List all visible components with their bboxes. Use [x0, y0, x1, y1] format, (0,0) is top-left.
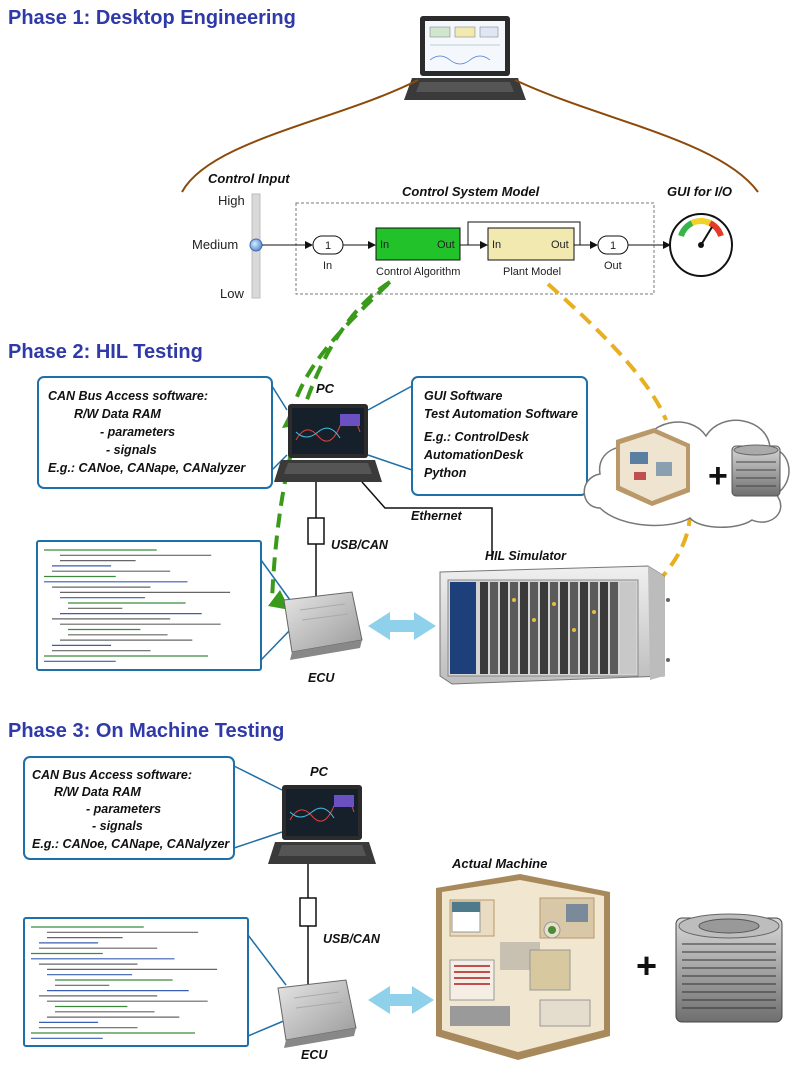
can-box-line: R/W Data RAM — [54, 785, 141, 799]
callout-pointer — [260, 629, 291, 661]
usb-can-label: USB/CAN — [331, 538, 389, 552]
air-conditioner-icon — [731, 444, 781, 497]
control-input-label: Control Input — [208, 171, 290, 186]
model-box — [295, 202, 655, 295]
gui-box-line: AutomationDesk — [423, 448, 524, 462]
input-level-medium: Medium — [192, 237, 238, 252]
phase1-title: Phase 1: Desktop Engineering — [8, 7, 296, 29]
can-callout-box — [37, 376, 273, 489]
usb-can-adapter — [299, 897, 317, 927]
can-box-title: CAN Bus Access software: — [48, 389, 208, 403]
can-box-title: CAN Bus Access software: — [32, 768, 192, 782]
in-port-label: In — [323, 260, 332, 272]
house-floorplan-icon — [616, 428, 690, 506]
laptop-icon — [274, 404, 382, 482]
plant-block-label: Plant Model — [503, 266, 561, 278]
gui-box-line: E.g.: ControlDesk — [424, 430, 530, 444]
can-box-line: E.g.: CANoe, CANape, CANalyzer — [48, 461, 246, 475]
can-box-line: R/W Data RAM — [74, 407, 161, 421]
ecu-icon — [283, 591, 363, 660]
control-block-label: Control Algorithm — [376, 266, 460, 278]
callout-pointer — [367, 385, 413, 411]
usb-can-label: USB/CAN — [323, 932, 381, 946]
can-box-line: - parameters — [100, 425, 175, 439]
usb-can-adapter — [307, 517, 325, 545]
air-conditioner-icon — [675, 913, 783, 1023]
input-level-low: Low — [220, 286, 244, 301]
input-slider-knob[interactable] — [249, 238, 263, 252]
ecu-label: ECU — [301, 1048, 328, 1062]
callout-pointer — [367, 454, 413, 471]
plus-sign: + — [636, 945, 657, 986]
callout-pointer — [271, 385, 288, 411]
pc-label: PC — [316, 381, 335, 396]
house-floorplan-icon — [436, 874, 610, 1060]
plant-block-in: In — [492, 239, 501, 251]
ecu-label: ECU — [308, 671, 335, 685]
hil-label: HIL Simulator — [485, 549, 567, 563]
callout-pointer — [233, 765, 283, 791]
model-title: Control System Model — [402, 184, 540, 199]
can-box-line: - parameters — [86, 802, 161, 816]
callout-pointer — [247, 1019, 287, 1037]
can-box-line: - signals — [106, 443, 157, 457]
code-listing — [36, 540, 262, 671]
laptop-icon — [268, 785, 376, 864]
plus-sign: + — [708, 457, 728, 495]
out-port-label: Out — [604, 260, 622, 272]
cable-right — [514, 79, 759, 193]
ethernet-label: Ethernet — [411, 509, 463, 523]
cable-left — [181, 79, 419, 193]
machine-label: Actual Machine — [451, 856, 547, 871]
laptop-icon — [404, 16, 526, 100]
gui-box-line: Test Automation Software — [424, 407, 578, 421]
gui-box-line: GUI Software — [424, 389, 503, 403]
control-block-out: Out — [437, 239, 455, 251]
callout-pointer — [233, 831, 283, 849]
gauge-icon — [669, 213, 733, 277]
out-port-value: 1 — [610, 240, 616, 252]
ethernet-cable — [361, 481, 493, 560]
gui-box-line: Python — [424, 466, 467, 480]
gui-callout-box — [411, 376, 588, 496]
control-algorithm-block[interactable] — [375, 227, 461, 261]
plant-block-out: Out — [551, 239, 569, 251]
can-box-line: - signals — [92, 819, 143, 833]
can-box-line: E.g.: CANoe, CANape, CANalyzer — [32, 837, 230, 851]
phase3-title: Phase 3: On Machine Testing — [8, 720, 284, 742]
can-callout-box — [23, 756, 235, 860]
in-port-value: 1 — [325, 240, 331, 252]
phase2-title: Phase 2: HIL Testing — [8, 341, 203, 363]
control-block-in: In — [380, 239, 389, 251]
callout-pointer — [260, 559, 291, 601]
pc-label: PC — [310, 764, 329, 779]
code-listing — [23, 917, 249, 1047]
green-dashed-arrow — [270, 280, 392, 601]
callout-pointer — [247, 934, 287, 986]
ecu-icon — [277, 979, 357, 1048]
plant-model-block[interactable] — [487, 227, 575, 261]
yellow-dashed-arrow — [546, 282, 668, 421]
hil-simulator-icon — [439, 565, 670, 685]
callout-pointer — [271, 454, 288, 471]
green-dashed-arrow-branch — [288, 282, 390, 421]
gui-label: GUI for I/O — [667, 184, 732, 199]
bidirectional-arrow — [368, 612, 436, 640]
bidirectional-arrow — [368, 986, 434, 1014]
input-level-high: High — [218, 193, 245, 208]
